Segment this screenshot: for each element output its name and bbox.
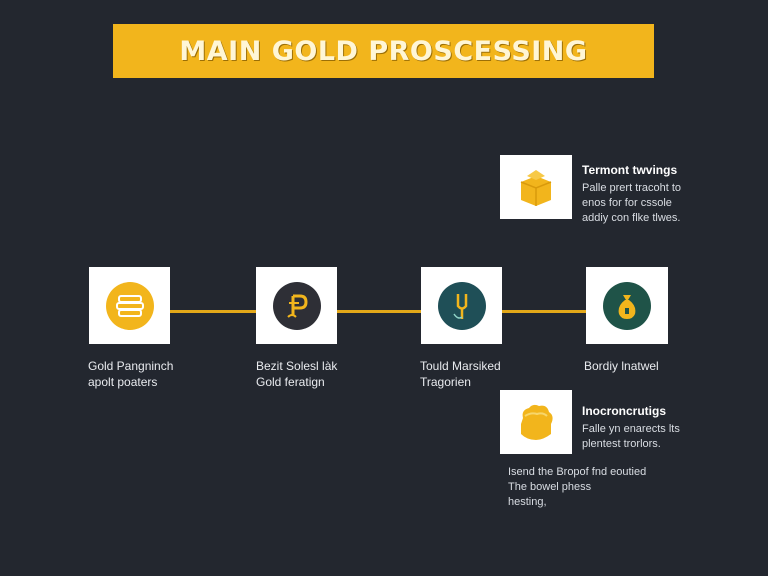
money-bag-icon <box>603 281 651 330</box>
connector-3-4 <box>502 310 586 313</box>
step-card-3[interactable] <box>421 267 502 344</box>
callout-bottom-card[interactable] <box>500 390 572 454</box>
tuning-fork-icon <box>437 281 486 330</box>
step-label-1: Gold Pangninch apolt poaters <box>88 358 173 390</box>
callout-top-desc: Palle prert tracoht to enos for for csso… <box>582 181 681 226</box>
callout-bottom-extra-line-1: Isend the Bropof fnd eoutied <box>508 466 647 478</box>
gold-stack-icon <box>520 170 552 206</box>
step-label-4: Bordiy lnatwel <box>584 358 659 374</box>
callout-bottom-title: Inocroncrutigs <box>582 404 667 418</box>
page-title: MAIN GOLD PROSCESSING <box>179 35 588 67</box>
connector-2-3 <box>337 310 421 313</box>
callout-bottom-extra: Isend the Bropof fnd eoutied The bowel p… <box>508 465 646 510</box>
title-banner: MAIN GOLD PROSCESSING <box>113 24 654 78</box>
step-card-2[interactable] <box>256 267 337 344</box>
callout-bottom-desc: Falle yn enarects lts plentest trorlors. <box>582 422 680 452</box>
step-card-4[interactable] <box>586 267 668 344</box>
callout-top-desc-line-2: enos for for cssole <box>582 197 672 209</box>
callout-top-title: Termont twvings <box>582 163 678 177</box>
callout-top-card[interactable] <box>500 155 572 219</box>
callout-bottom-desc-line-1: Falle yn enarects lts <box>582 423 680 435</box>
step-1-line-2: apolt poaters <box>88 375 158 389</box>
step-2-line-2: Gold feratign <box>256 375 325 389</box>
step-2-line-1: Bezit Solesl làk <box>256 359 338 373</box>
callout-top-desc-line-1: Palle prert tracoht to <box>582 182 682 194</box>
step-3-line-1: Tould Marsiked <box>420 359 501 373</box>
step-1-line-1: Gold Pangninch <box>88 359 174 373</box>
step-label-2: Bezit Solesl làk Gold feratign <box>256 358 337 390</box>
callout-bottom-extra-line-2: The bowel phess <box>508 481 592 493</box>
step-label-3: Tould Marsiked Tragorien <box>420 358 501 390</box>
step-4-line-1: Bordiy lnatwel <box>584 359 659 373</box>
connector-1-2 <box>170 310 256 313</box>
callout-bottom-desc-line-2: plentest trorlors. <box>582 438 661 450</box>
callout-top-desc-line-3: addiy con flke tlwes. <box>582 212 681 224</box>
p-emblem-icon <box>272 281 321 330</box>
step-3-line-2: Tragorien <box>420 375 471 389</box>
gold-nugget-icon <box>521 404 553 440</box>
step-card-1[interactable] <box>89 267 170 344</box>
gold-bars-icon <box>105 281 154 330</box>
callout-bottom-extra-line-3: hesting, <box>508 496 547 508</box>
